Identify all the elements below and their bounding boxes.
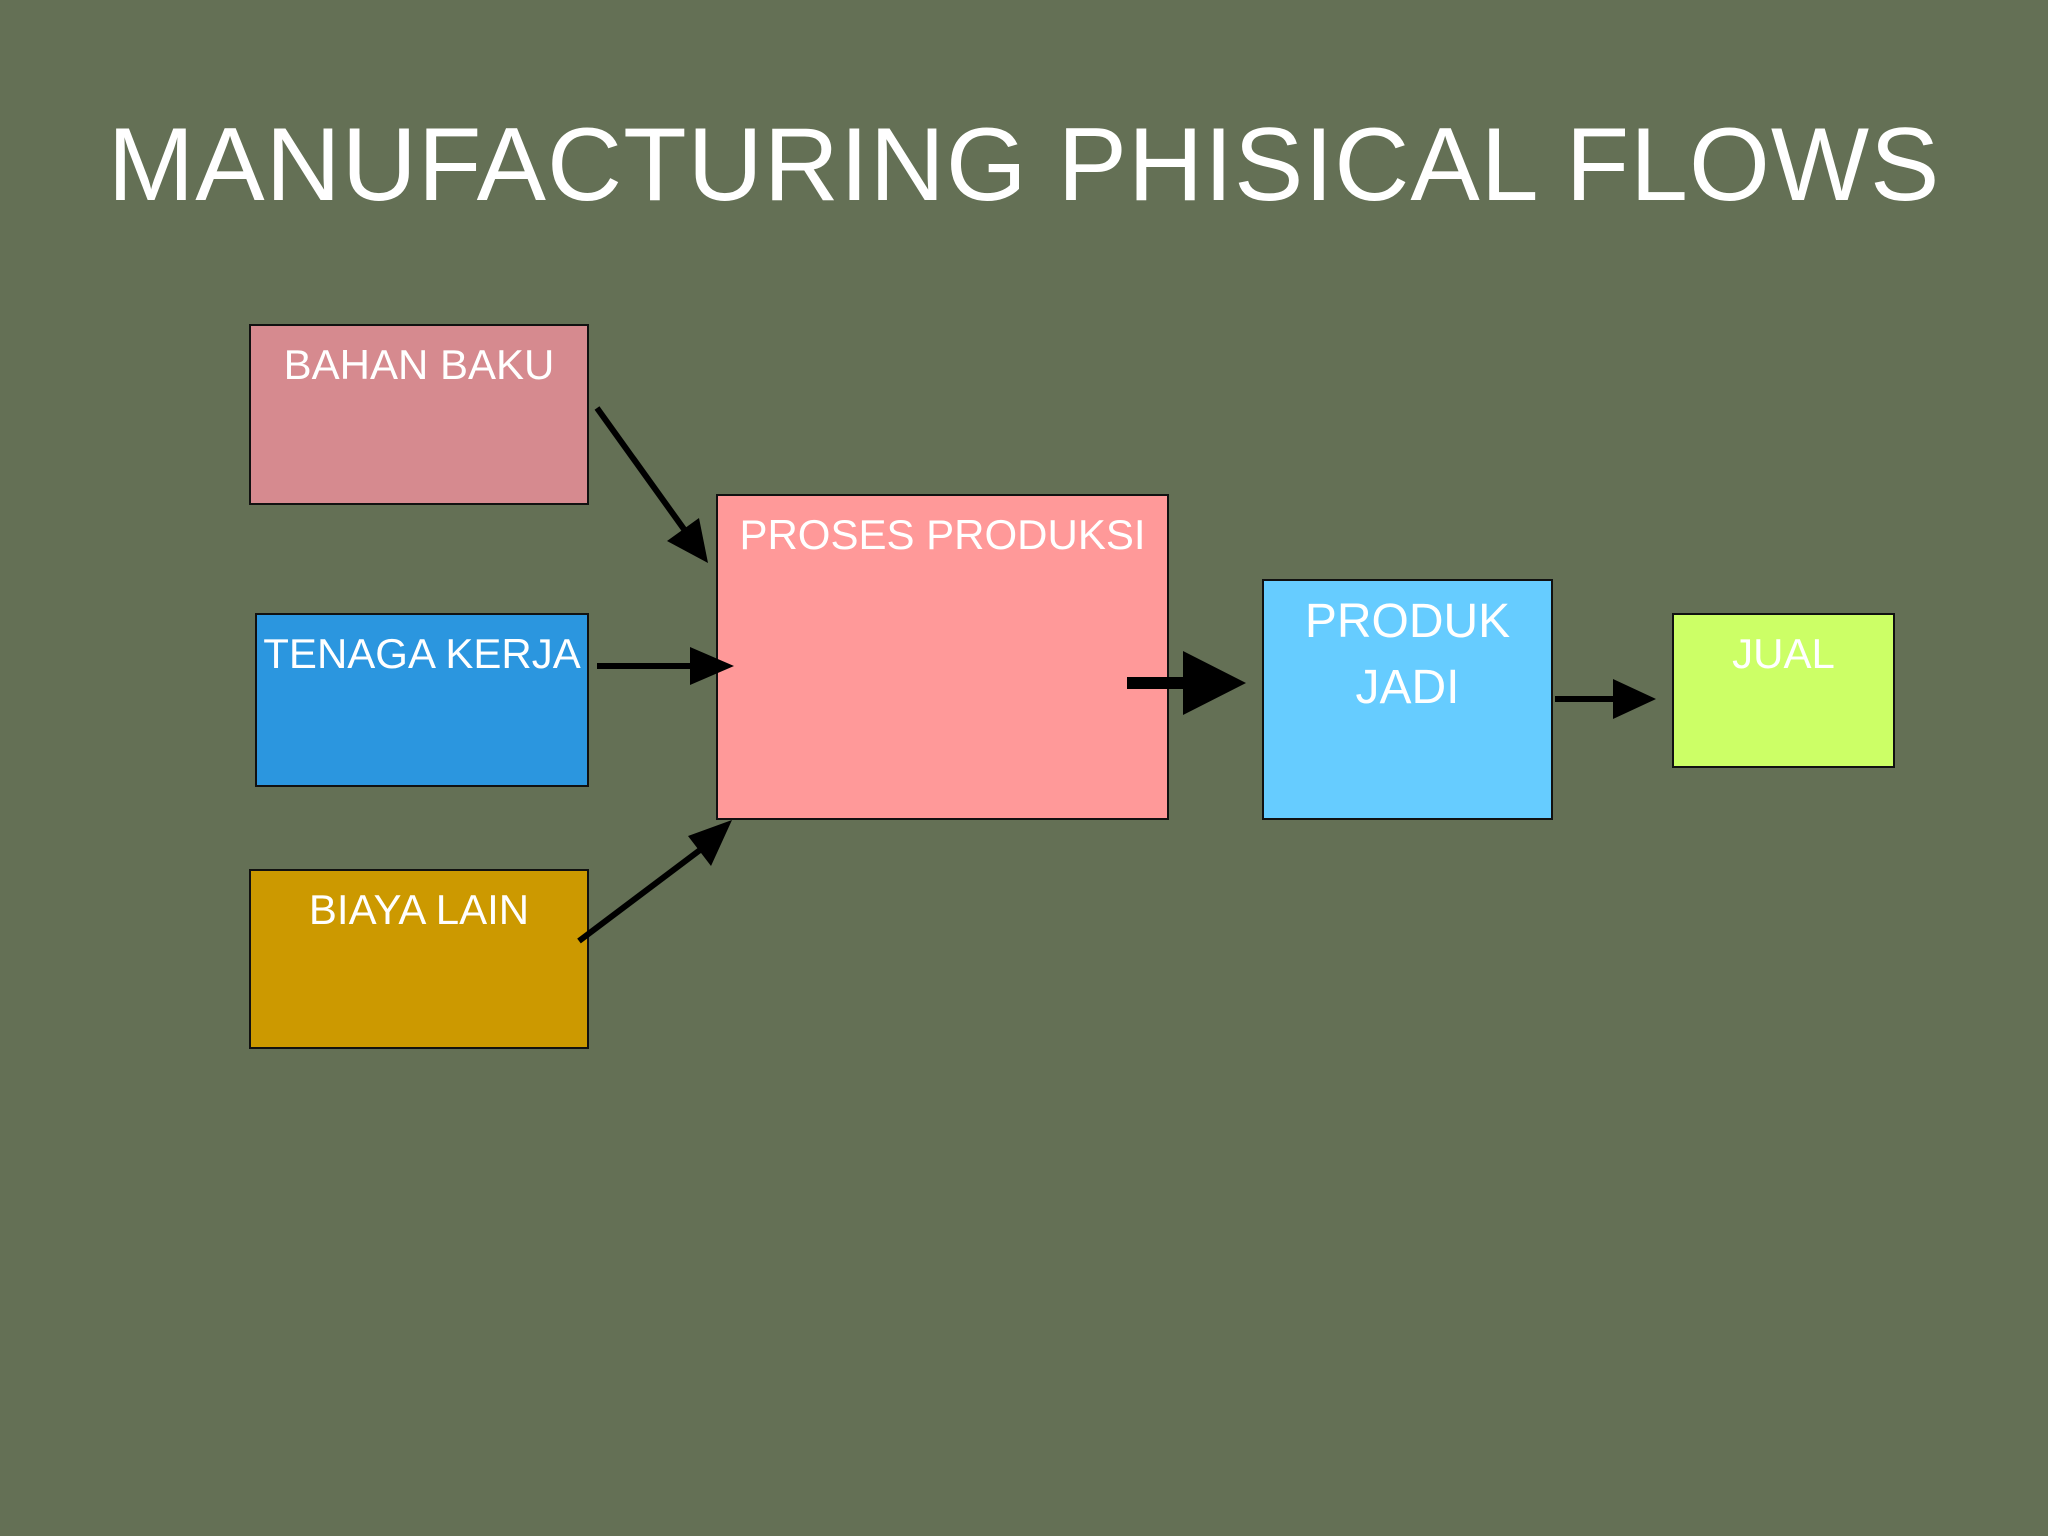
box-tenaga-kerja: TENAGA KERJA: [255, 613, 589, 787]
box-biaya-lain-label: BIAYA LAIN: [308, 886, 530, 933]
arrow-produk-to-jual: [1555, 679, 1656, 719]
box-biaya-lain: BIAYA LAIN: [249, 869, 589, 1049]
arrow-tenaga-to-proses: [597, 647, 734, 685]
box-jual: JUAL: [1672, 613, 1895, 768]
arrow-bahan-to-proses: [594, 406, 708, 563]
arrow-proses-to-produk: [1127, 651, 1246, 715]
box-proses-produksi-label: PROSES PRODUKSI: [739, 511, 1146, 558]
slide-title: MANUFACTURING PHISICAL FLOWS: [107, 107, 1941, 223]
box-tenaga-kerja-label: TENAGA KERJA: [263, 630, 581, 677]
arrow-biaya-to-proses: [577, 820, 732, 944]
box-produk-jadi: PRODUK JADI: [1262, 579, 1553, 820]
box-jual-label: JUAL: [1732, 630, 1835, 677]
box-bahan-baku-label: BAHAN BAKU: [283, 341, 555, 388]
box-produk-jadi-label-line2: JADI: [1355, 661, 1460, 714]
box-produk-jadi-label-line1: PRODUK: [1304, 595, 1511, 648]
box-proses-produksi: PROSES PRODUKSI: [716, 494, 1169, 820]
box-bahan-baku: BAHAN BAKU: [249, 324, 589, 505]
